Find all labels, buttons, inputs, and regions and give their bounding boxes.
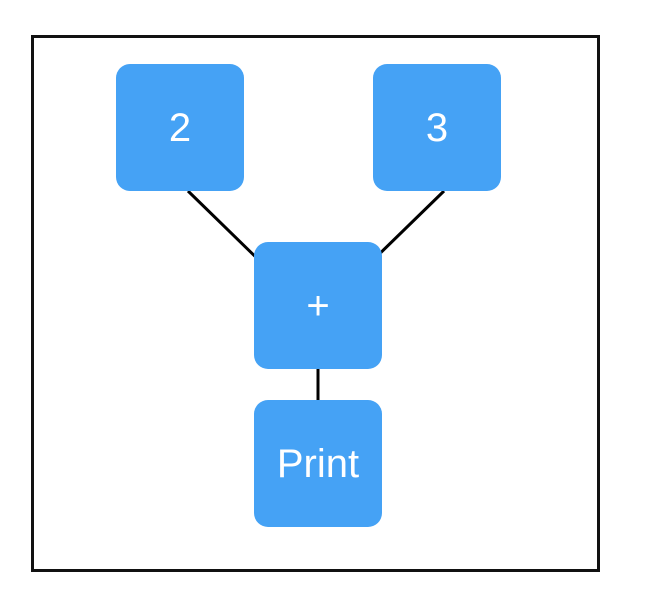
input-node-2-label: 2 — [168, 105, 192, 150]
input-node-2: 2 — [116, 64, 244, 191]
input-node-3: 3 — [373, 64, 501, 191]
plus-operator-label: + — [306, 283, 330, 328]
print-node-label: Print — [276, 441, 360, 486]
print-node: Print — [254, 400, 382, 527]
input-node-3-label: 3 — [425, 105, 449, 150]
plus-operator-node: + — [254, 242, 382, 369]
